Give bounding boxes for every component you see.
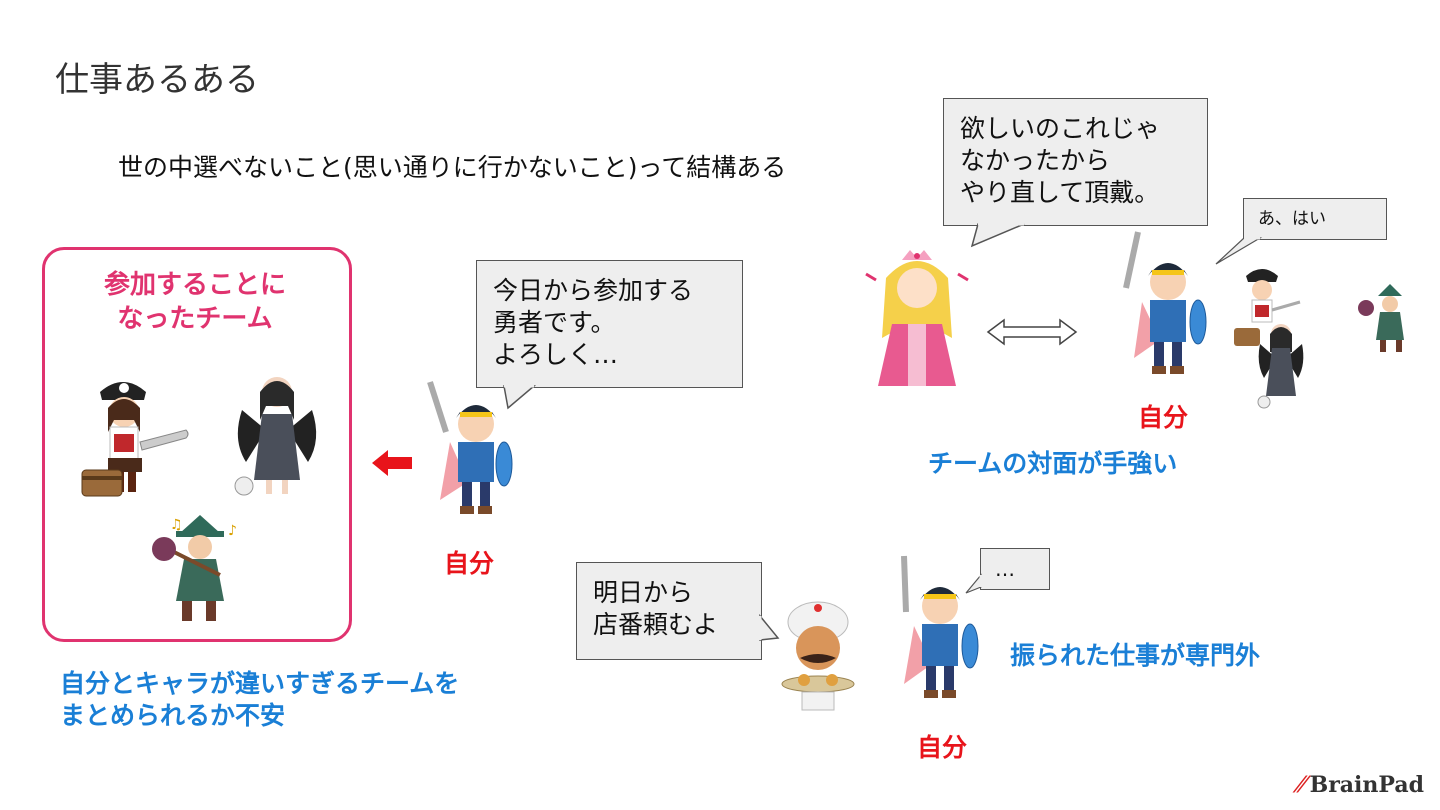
self-label-3: 自分 [917, 733, 968, 762]
bubble-tail [1215, 236, 1263, 265]
bubble-tail [970, 222, 1025, 248]
pirate-character [1234, 269, 1301, 346]
hero-character [427, 381, 513, 514]
logo-mark-icon: ⁄⁄ [1298, 772, 1306, 798]
speech-bubble-ellipsis: … [980, 548, 1050, 590]
team-caption-line2: まとめられるか不安 [60, 701, 286, 730]
scene3-caption: 振られた仕事が専門外 [1010, 641, 1261, 670]
self-label-1: 自分 [444, 549, 495, 578]
hero-character [1123, 231, 1207, 374]
team-panel-heading: 参加することに なったチーム [60, 268, 330, 336]
pirate-character [81, 382, 189, 497]
speech-bubble-merchant: 明日から 店番頼むよ [576, 562, 762, 660]
wanderer-character [1358, 284, 1404, 352]
slide-title: 仕事あるある [55, 60, 259, 100]
double-arrow-icon [986, 318, 1078, 346]
scene2-caption: チームの対面が手強い [928, 449, 1178, 478]
svg-text:♫: ♫ [170, 517, 183, 533]
speech-bubble-reply: あ、はい [1243, 198, 1387, 240]
self-label-2: 自分 [1138, 403, 1189, 432]
merchant-character [781, 601, 855, 711]
wanderer-character: ♪ ♫ [152, 515, 237, 621]
team-panel-caption: 自分とキャラが違いすぎるチームを まとめられるか不安 [60, 668, 459, 732]
dark-angel-character [234, 377, 317, 496]
arrow-left-icon [372, 450, 412, 476]
team-heading-line2: なったチーム [117, 304, 273, 334]
team-heading-line1: 参加することに [103, 270, 286, 300]
dark-angel-character [1257, 324, 1304, 409]
svg-text:♪: ♪ [228, 523, 237, 539]
team-caption-line1: 自分とキャラが違いすぎるチームを [60, 669, 460, 698]
speech-bubble-princess: 欲しいのこれじゃ なかったから やり直して頂戴。 [943, 98, 1208, 226]
bubble-tail [503, 384, 537, 410]
team-panel [42, 247, 352, 642]
princess-character [865, 250, 969, 386]
speech-bubble-hero: 今日から参加する 勇者です。 よろしく… [476, 260, 743, 388]
brainpad-logo: ⁄⁄BrainPad [1298, 772, 1424, 798]
bubble-tail [965, 573, 983, 594]
bubble-tail [758, 613, 780, 641]
hero-character [901, 555, 979, 698]
logo-text: BrainPad [1309, 772, 1424, 798]
slide-subtitle: 世の中選べないこと(思い通りに行かないこと)って結構ある [118, 153, 787, 182]
